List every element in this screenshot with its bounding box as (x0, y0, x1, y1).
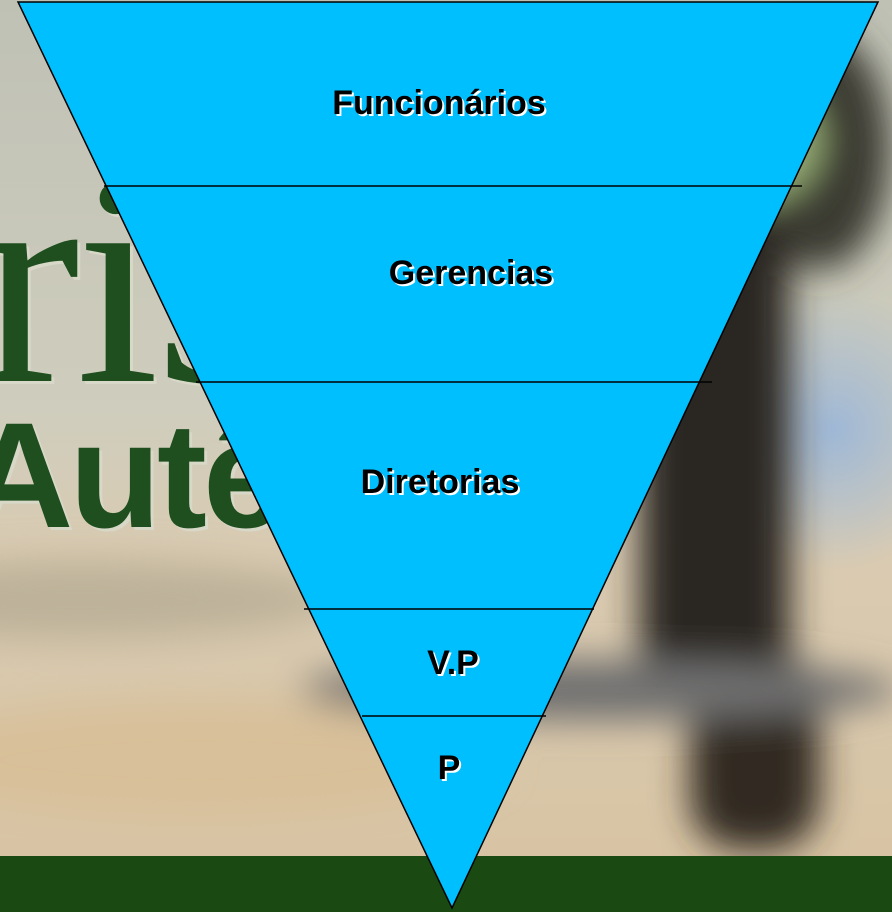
level-label: V.P (427, 644, 479, 682)
level-label: P (438, 749, 461, 787)
level-label: Gerencias (389, 254, 553, 292)
level-p: P P (438, 749, 463, 789)
level-vp: V.P V.P (427, 644, 481, 684)
svg-text:P: P (440, 751, 463, 789)
level-funcionarios: Funcionários Funcionários (332, 84, 547, 124)
level-label: Funcionários (332, 84, 545, 122)
svg-text:Gerencias: Gerencias (391, 256, 555, 294)
level-label: Diretorias (361, 463, 520, 501)
svg-text:Funcionários: Funcionários (334, 86, 547, 124)
svg-text:V.P: V.P (429, 646, 481, 684)
svg-text:Diretorias: Diretorias (363, 465, 522, 503)
level-gerencias: Gerencias Gerencias (389, 254, 555, 294)
pyramid-shape (16, 1, 880, 910)
level-diretorias: Diretorias Diretorias (361, 463, 522, 503)
